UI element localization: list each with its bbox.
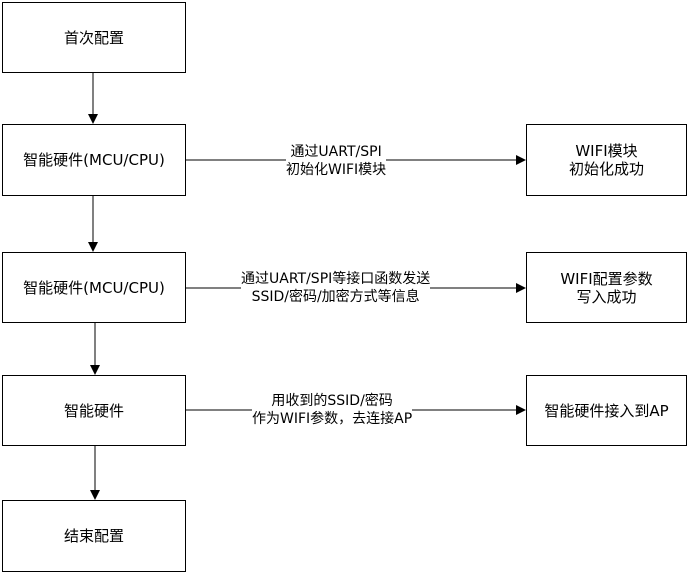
edge-label-connect-ap-line1: 用收到的SSID/密码 <box>271 393 393 409</box>
node-wifi-init: WIFI模块 初始化成功 <box>526 124 687 196</box>
node-mcu2-text: 智能硬件(MCU/CPU) <box>23 278 165 297</box>
node-wifi-param: WIFI配置参数 写入成功 <box>526 252 687 323</box>
node-ap-text: 智能硬件接入到AP <box>544 401 669 420</box>
edge-label-send-ssid-line2: SSID/密码/加密方式等信息 <box>251 289 420 305</box>
node-end-text: 结束配置 <box>63 527 124 545</box>
node-start-text: 首次配置 <box>63 28 124 47</box>
node-end: 结束配置 <box>2 500 186 572</box>
node-hw: 智能硬件 <box>2 375 186 446</box>
node-ap: 智能硬件接入到AP <box>526 375 687 446</box>
edge-label-init-wifi-line2: 初始化WIFI模块 <box>286 162 387 178</box>
edge-label-init-wifi-line1: 通过UART/SPI <box>290 144 382 160</box>
node-wifi-init-line1: WIFI模块 <box>575 142 638 160</box>
edge-label-connect-ap-line2: 作为WIFI参数，去连接AP <box>252 411 413 427</box>
node-mcu1: 智能硬件(MCU/CPU) <box>2 124 186 196</box>
node-mcu1-text: 智能硬件(MCU/CPU) <box>23 151 165 169</box>
node-wifi-init-line2: 初始化成功 <box>568 160 644 178</box>
edge-label-send-ssid: 通过UART/SPI等接口函数发送 SSID/密码/加密方式等信息 <box>241 270 431 306</box>
node-wifi-param-line1: WIFI配置参数 <box>560 269 653 288</box>
node-mcu2: 智能硬件(MCU/CPU) <box>2 252 186 323</box>
node-wifi-param-line2: 写入成功 <box>576 287 637 306</box>
node-hw-text: 智能硬件 <box>63 401 124 420</box>
edge-label-init-wifi: 通过UART/SPI 初始化WIFI模块 <box>286 143 387 179</box>
edge-label-send-ssid-line1: 通过UART/SPI等接口函数发送 <box>241 271 431 287</box>
edge-label-connect-ap: 用收到的SSID/密码 作为WIFI参数，去连接AP <box>252 392 413 428</box>
node-start: 首次配置 <box>2 2 186 73</box>
